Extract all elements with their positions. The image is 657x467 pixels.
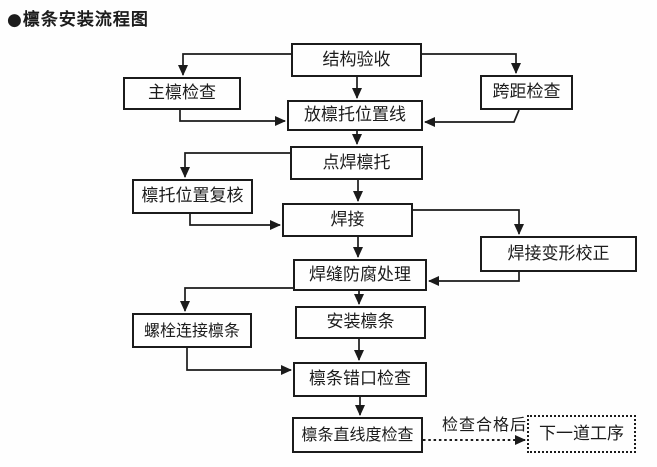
- node-bracket-position-recheck: 檩托位置复核: [132, 179, 253, 214]
- node-purlin-straightness-check: 檩条直线度检查: [292, 417, 423, 453]
- node-label: 焊接: [330, 209, 365, 230]
- node-label: 主檩检查: [148, 83, 216, 103]
- node-weld-deformation-correction: 焊接变形校正: [480, 236, 637, 272]
- node-label: 安装檩条: [326, 312, 395, 332]
- node-welding: 焊接: [282, 203, 413, 237]
- node-label: 檩条错口检查: [309, 369, 411, 389]
- node-weld-anticorrosion-treatment: 焊缝防腐处理: [293, 259, 427, 291]
- connector-main-purlin-check-to-position-line: [179, 110, 286, 126]
- node-label: 点焊檩托: [322, 152, 391, 173]
- diagram-title: ●檩条安装流程图: [7, 10, 149, 30]
- node-next-process: 下一道工序: [527, 415, 636, 453]
- node-purlin-misalignment-check: 檩条错口检查: [293, 362, 427, 397]
- connector-spot-weld-to-bracket-recheck: [180, 152, 290, 178]
- node-spot-weld-purlin-bracket: 点焊檩托: [290, 146, 423, 180]
- node-main-purlin-check: 主檩检查: [123, 77, 241, 110]
- connector-bolt-connect-to-misalignment-check: [186, 348, 292, 375]
- node-install-purlin: 安装檩条: [295, 306, 426, 339]
- inspection-pass-label: 检查合格后: [442, 415, 528, 434]
- connector-bracket-recheck-to-welding: [189, 214, 281, 230]
- connector-anticorrosion-to-bolt-connect: [180, 287, 293, 312]
- node-label: 螺栓连接檩条: [143, 320, 240, 340]
- node-span-check: 跨距检查: [480, 75, 573, 110]
- connector-structure-to-span-check: [422, 53, 521, 74]
- node-structure-acceptance: 结构验收: [291, 43, 422, 77]
- connector-welding-to-deformation-correction: [413, 209, 524, 235]
- node-label: 下一道工序: [539, 423, 624, 444]
- node-purlin-bracket-position-line: 放檩托位置线: [287, 100, 423, 131]
- node-label: 檩条直线度检查: [301, 425, 414, 444]
- node-label: 焊缝防腐处理: [309, 264, 411, 285]
- node-label: 跨距检查: [492, 82, 561, 102]
- connector-deformation-correction-to-anticorrosion: [428, 272, 520, 286]
- node-bolt-connect-purlin: 螺栓连接檩条: [132, 313, 252, 348]
- node-label: 焊接变形校正: [507, 243, 610, 264]
- node-label: 放檩托位置线: [304, 105, 406, 125]
- node-label: 结构验收: [322, 49, 391, 70]
- connector-span-check-to-position-line: [424, 109, 520, 127]
- connector-structure-to-main-purlin-check: [178, 53, 291, 76]
- node-label: 檩托位置复核: [141, 186, 244, 206]
